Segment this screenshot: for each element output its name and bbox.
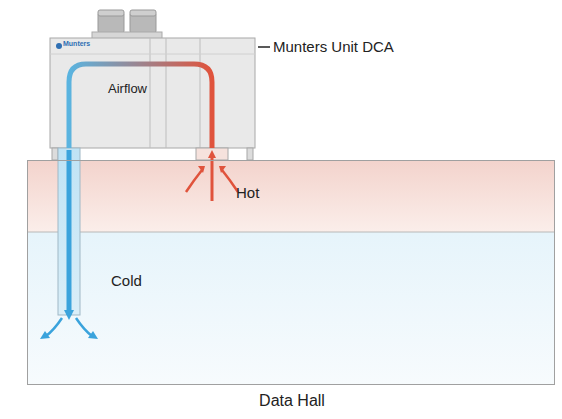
logo-text: Munters [63,40,90,47]
airflow-arrow [67,150,72,315]
airflow-arc [69,64,212,148]
cold-zone [27,232,555,385]
unit-leg [52,148,58,160]
part-label: Munters Unit DCA [273,38,394,55]
cold-outflow-arrow [40,331,50,339]
leader-dash [258,46,270,48]
node-label: Cold [111,272,142,289]
hot-inflow-arrow [222,170,238,192]
cold-outflow-arrow [88,331,98,339]
fan [130,10,156,16]
airflow-arrow [211,154,214,201]
node-label: Hot [236,184,259,201]
node-label: Airflow [108,81,147,96]
panel-line [50,54,255,55]
hot-inflow-arrow [219,166,226,173]
data-hall-region: Data HallHotCold [27,160,555,385]
hot-inflow-arrow [186,170,202,192]
cold-outflow-arrow [46,318,62,336]
zone-divider [27,232,555,233]
hot-inflow-arrow [198,166,205,173]
munters-unit-box: MuntersAirflow [50,38,255,160]
supply-duct [58,148,80,315]
cold-outflow-arrow [76,318,92,336]
hot-zone-box: Hot [28,161,556,233]
logo-mark [56,43,62,49]
hot-zone [27,160,555,232]
unit-body [50,38,255,148]
node-label: Data Hall [259,392,325,410]
unit-leg [247,148,253,160]
fan [98,10,124,16]
cold-zone-box: Cold [28,233,556,386]
